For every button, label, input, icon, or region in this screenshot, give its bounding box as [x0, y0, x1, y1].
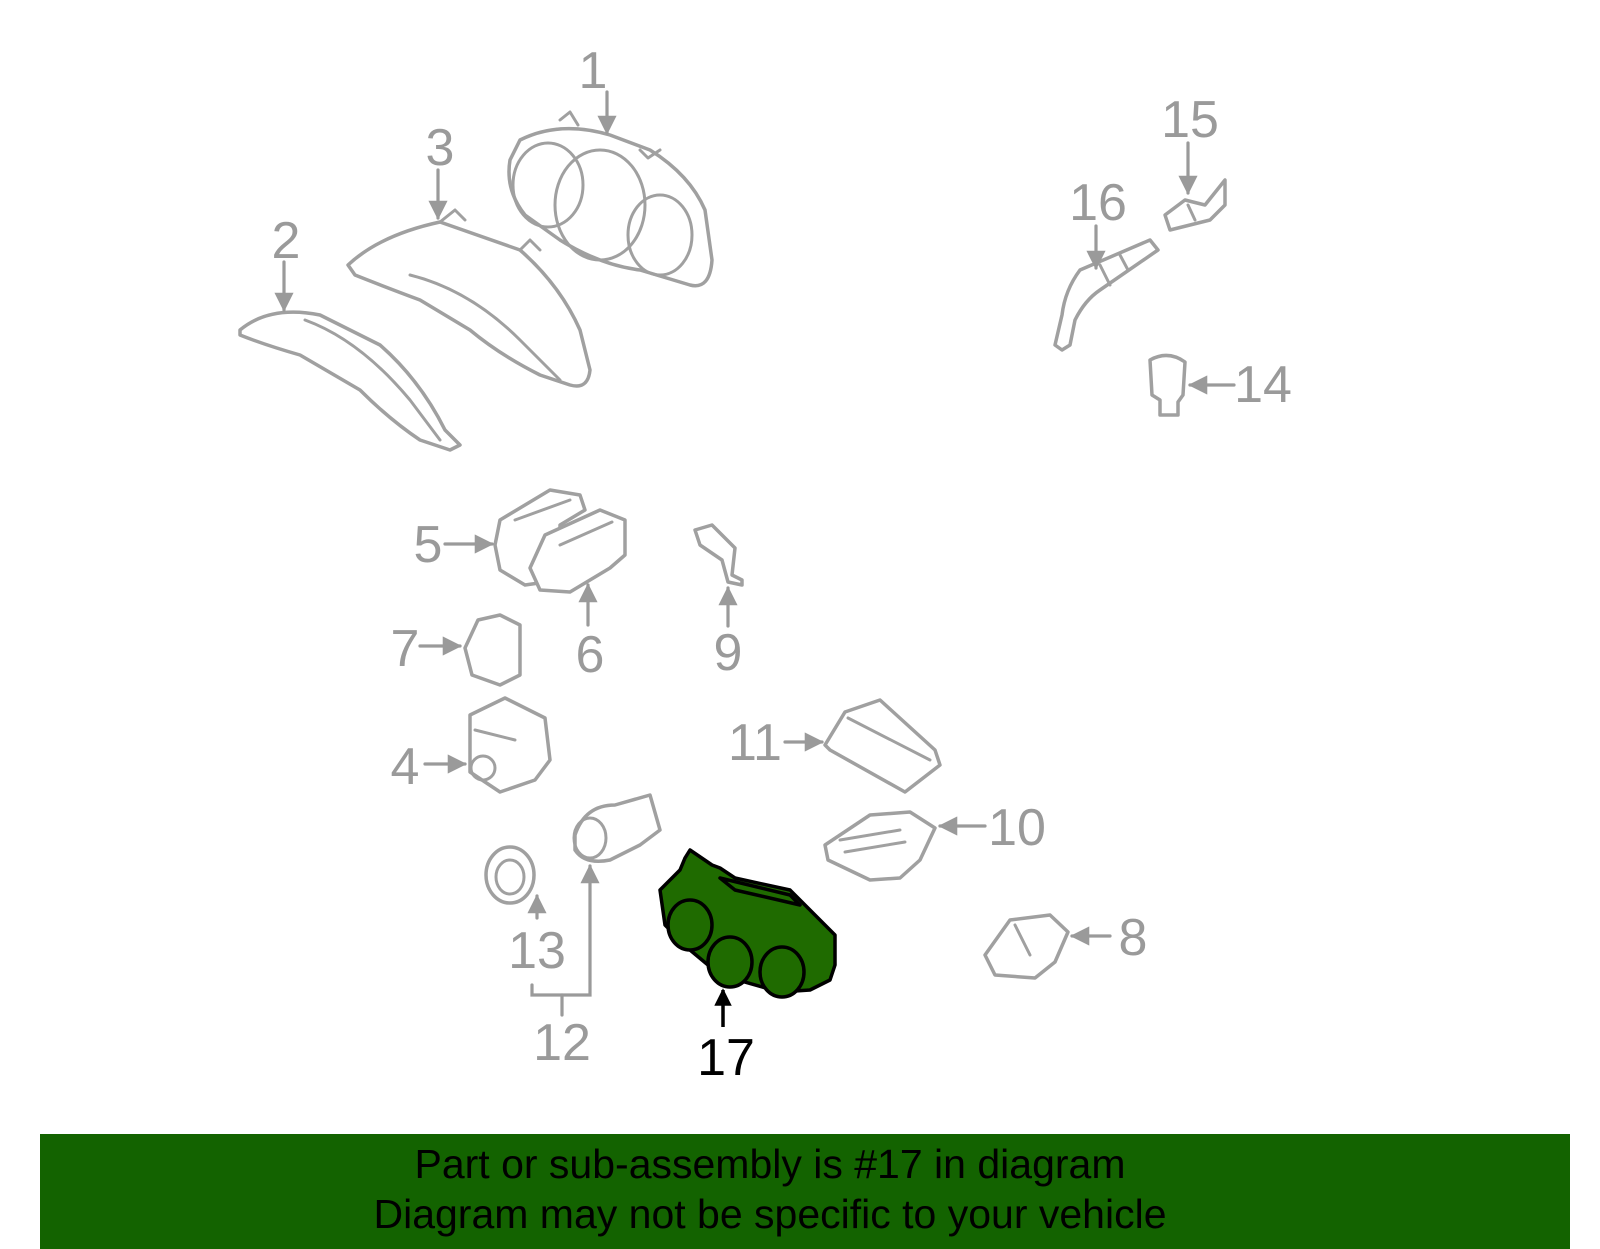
callout-4: 4: [391, 738, 467, 796]
svg-text:1: 1: [579, 42, 608, 100]
svg-text:6: 6: [576, 626, 605, 684]
part-16-sensor[interactable]: [1053, 238, 1160, 352]
svg-text:10: 10: [988, 799, 1046, 857]
callout-3: 3: [426, 119, 455, 220]
part-17-climate-control-panel[interactable]: [658, 848, 837, 999]
callout-2: 2: [272, 212, 301, 312]
part-2-cluster-bezel[interactable]: [238, 310, 462, 452]
part-3-cluster-hood[interactable]: [346, 208, 592, 388]
part-1-instrument-cluster[interactable]: [507, 110, 714, 288]
part-8-switch[interactable]: [983, 913, 1070, 980]
part-13-socket-cap[interactable]: [484, 845, 536, 905]
svg-text:15: 15: [1161, 91, 1219, 149]
part-7-switch[interactable]: [463, 613, 522, 687]
callout-1: 1: [579, 42, 617, 135]
svg-text:4: 4: [391, 738, 420, 796]
part-11-switch-strip[interactable]: [823, 698, 942, 794]
part-4-ignition-switch[interactable]: [468, 696, 552, 794]
part-6-switch[interactable]: [528, 508, 627, 594]
svg-text:9: 9: [714, 624, 743, 682]
svg-text:7: 7: [391, 620, 420, 678]
svg-text:2: 2: [272, 212, 301, 270]
svg-text:12: 12: [533, 1014, 591, 1072]
svg-text:5: 5: [414, 516, 443, 574]
callout-9: 9: [714, 586, 743, 682]
part-15-connector[interactable]: [1163, 178, 1227, 232]
part-10-switch[interactable]: [823, 810, 937, 882]
callout-11: 11: [728, 714, 824, 772]
callout-7: 7: [391, 620, 462, 678]
callout-5: 5: [414, 516, 494, 574]
part-12-power-socket[interactable]: [572, 793, 662, 863]
svg-text:16: 16: [1069, 174, 1127, 232]
part-9-bracket[interactable]: [693, 523, 744, 587]
part-14-bulb[interactable]: [1148, 353, 1187, 417]
banner-line-2: Diagram may not be specific to your vehi…: [373, 1191, 1167, 1237]
svg-text:14: 14: [1234, 356, 1292, 414]
info-banner: Part or sub-assembly is #17 in diagram D…: [40, 1134, 1570, 1249]
banner-line-1: Part or sub-assembly is #17 in diagram: [414, 1141, 1126, 1187]
callout-8: 8: [1070, 909, 1148, 967]
svg-text:17: 17: [697, 1029, 755, 1087]
callout-10: 10: [938, 799, 1046, 857]
callout-13: 13: [508, 894, 566, 980]
callout-14: 14: [1188, 356, 1292, 414]
callout-15: 15: [1161, 91, 1219, 195]
svg-text:13: 13: [508, 922, 566, 980]
callout-16: 16: [1069, 174, 1127, 270]
svg-text:11: 11: [728, 714, 782, 772]
svg-text:3: 3: [426, 119, 455, 177]
callout-17: 17: [697, 988, 755, 1087]
svg-text:8: 8: [1119, 909, 1148, 967]
callout-12: 12: [530, 864, 600, 1072]
callout-6: 6: [576, 583, 605, 684]
